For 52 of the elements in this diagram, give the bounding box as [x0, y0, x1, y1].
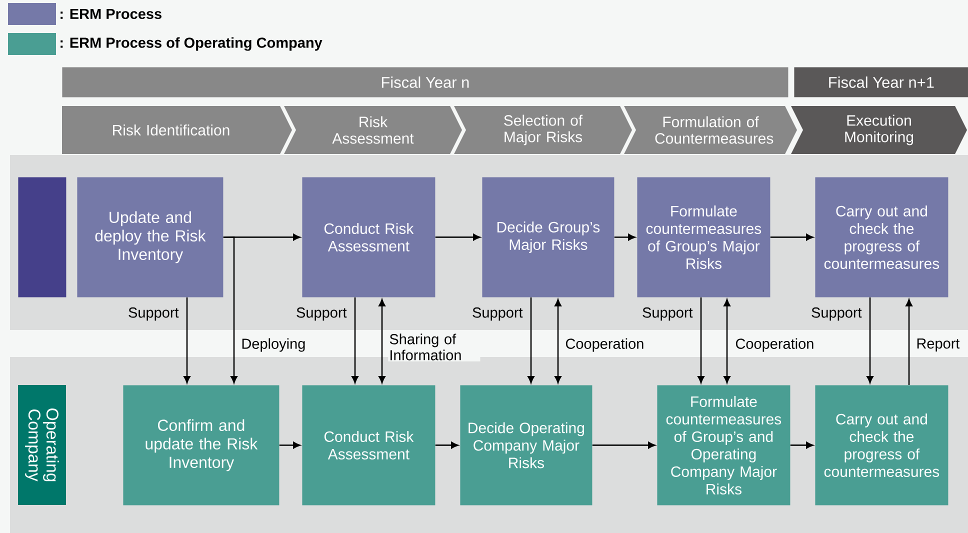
process-box: Decide Group’s Major Risks — [482, 177, 614, 298]
arrow — [435, 442, 458, 449]
arrow — [906, 299, 912, 385]
arrow — [866, 297, 874, 384]
arrow — [592, 442, 656, 449]
stage-banner: Risk Assessment — [284, 106, 462, 154]
legend-text: : ERM Process — [60, 8, 162, 20]
period-bar: Fiscal Year n+1 — [794, 67, 968, 98]
edge-label: Report — [915, 338, 961, 352]
lane-label — [18, 177, 66, 298]
node-label: Selection of Major Risks — [504, 114, 583, 146]
legend-text: : ERM Process of Operating Company — [60, 37, 322, 51]
stage-banner: Selection of Major Risks — [454, 106, 632, 154]
process-box: Confirm and update the Risk Inventory — [123, 385, 280, 506]
period-bar: Fiscal Year n — [62, 67, 788, 98]
node-label: Risk Identification — [113, 124, 230, 136]
arrow — [790, 442, 814, 449]
process-box: Formulate countermeasures of Group’s and Operating Company Major Risks — [657, 385, 790, 506]
arrow — [435, 234, 480, 241]
process-box: Conduct Risk Assessment — [302, 177, 436, 298]
process-box: Decide Operating Company Major Risks — [460, 385, 592, 506]
edge-label: Support — [810, 306, 863, 322]
node-label: Risk Assessment — [332, 116, 414, 144]
edge-label: Support — [471, 306, 524, 322]
lane-label: Operating Company — [18, 385, 66, 505]
node-label: Formulation of Countermeasures — [655, 116, 774, 144]
arrow — [528, 297, 534, 384]
arrow — [378, 299, 386, 384]
arrow — [352, 297, 358, 384]
process-box: Carry out and check the progress of countermeasures — [815, 385, 948, 506]
arrow — [770, 234, 814, 241]
edge-label: Deploying — [240, 337, 307, 353]
arrow — [698, 297, 704, 384]
process-box: Formulate countermeasures of Group’s Major Risks — [637, 177, 770, 298]
arrow — [184, 297, 190, 384]
stage-banner: Formulation of Countermeasures — [624, 106, 797, 154]
arrow — [554, 299, 562, 384]
process-box: Update and deploy the Risk Inventory — [77, 177, 224, 298]
edge-label: Cooperation — [734, 337, 816, 353]
edge-label: Cooperation — [564, 337, 646, 353]
edge-label: Support — [127, 306, 180, 322]
process-box: Conduct Risk Assessment — [302, 385, 436, 506]
stage-banner: Risk Identification — [62, 106, 292, 154]
edge-label: Support — [641, 306, 694, 322]
edge-label: Support — [295, 306, 348, 322]
arrow — [614, 234, 636, 241]
stage-banner: Execution Monitoring — [791, 106, 967, 154]
edge-label: Sharing of Information — [388, 332, 480, 362]
arrow — [724, 299, 730, 384]
arrow — [279, 442, 300, 449]
process-box: Carry out and check the progress of countermeasures — [815, 177, 948, 298]
arrow — [223, 236, 238, 384]
